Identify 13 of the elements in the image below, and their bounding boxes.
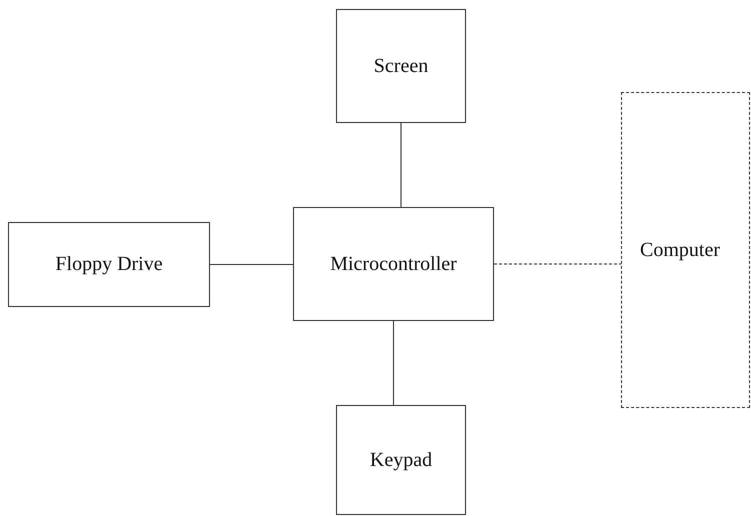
block-box	[8, 222, 210, 307]
block-label: Computer	[640, 238, 720, 262]
connector-line	[393, 320, 394, 406]
block-label: Floppy Drive	[55, 253, 163, 276]
block-label: Keypad	[370, 448, 432, 472]
block-box	[336, 9, 466, 123]
block-box	[336, 405, 466, 515]
block-label: Microcontroller	[330, 252, 457, 276]
connector-line	[210, 264, 294, 265]
block-box	[621, 92, 750, 408]
connector-line	[400, 122, 402, 208]
block-label: Screen	[374, 54, 428, 78]
block-box	[293, 207, 494, 321]
